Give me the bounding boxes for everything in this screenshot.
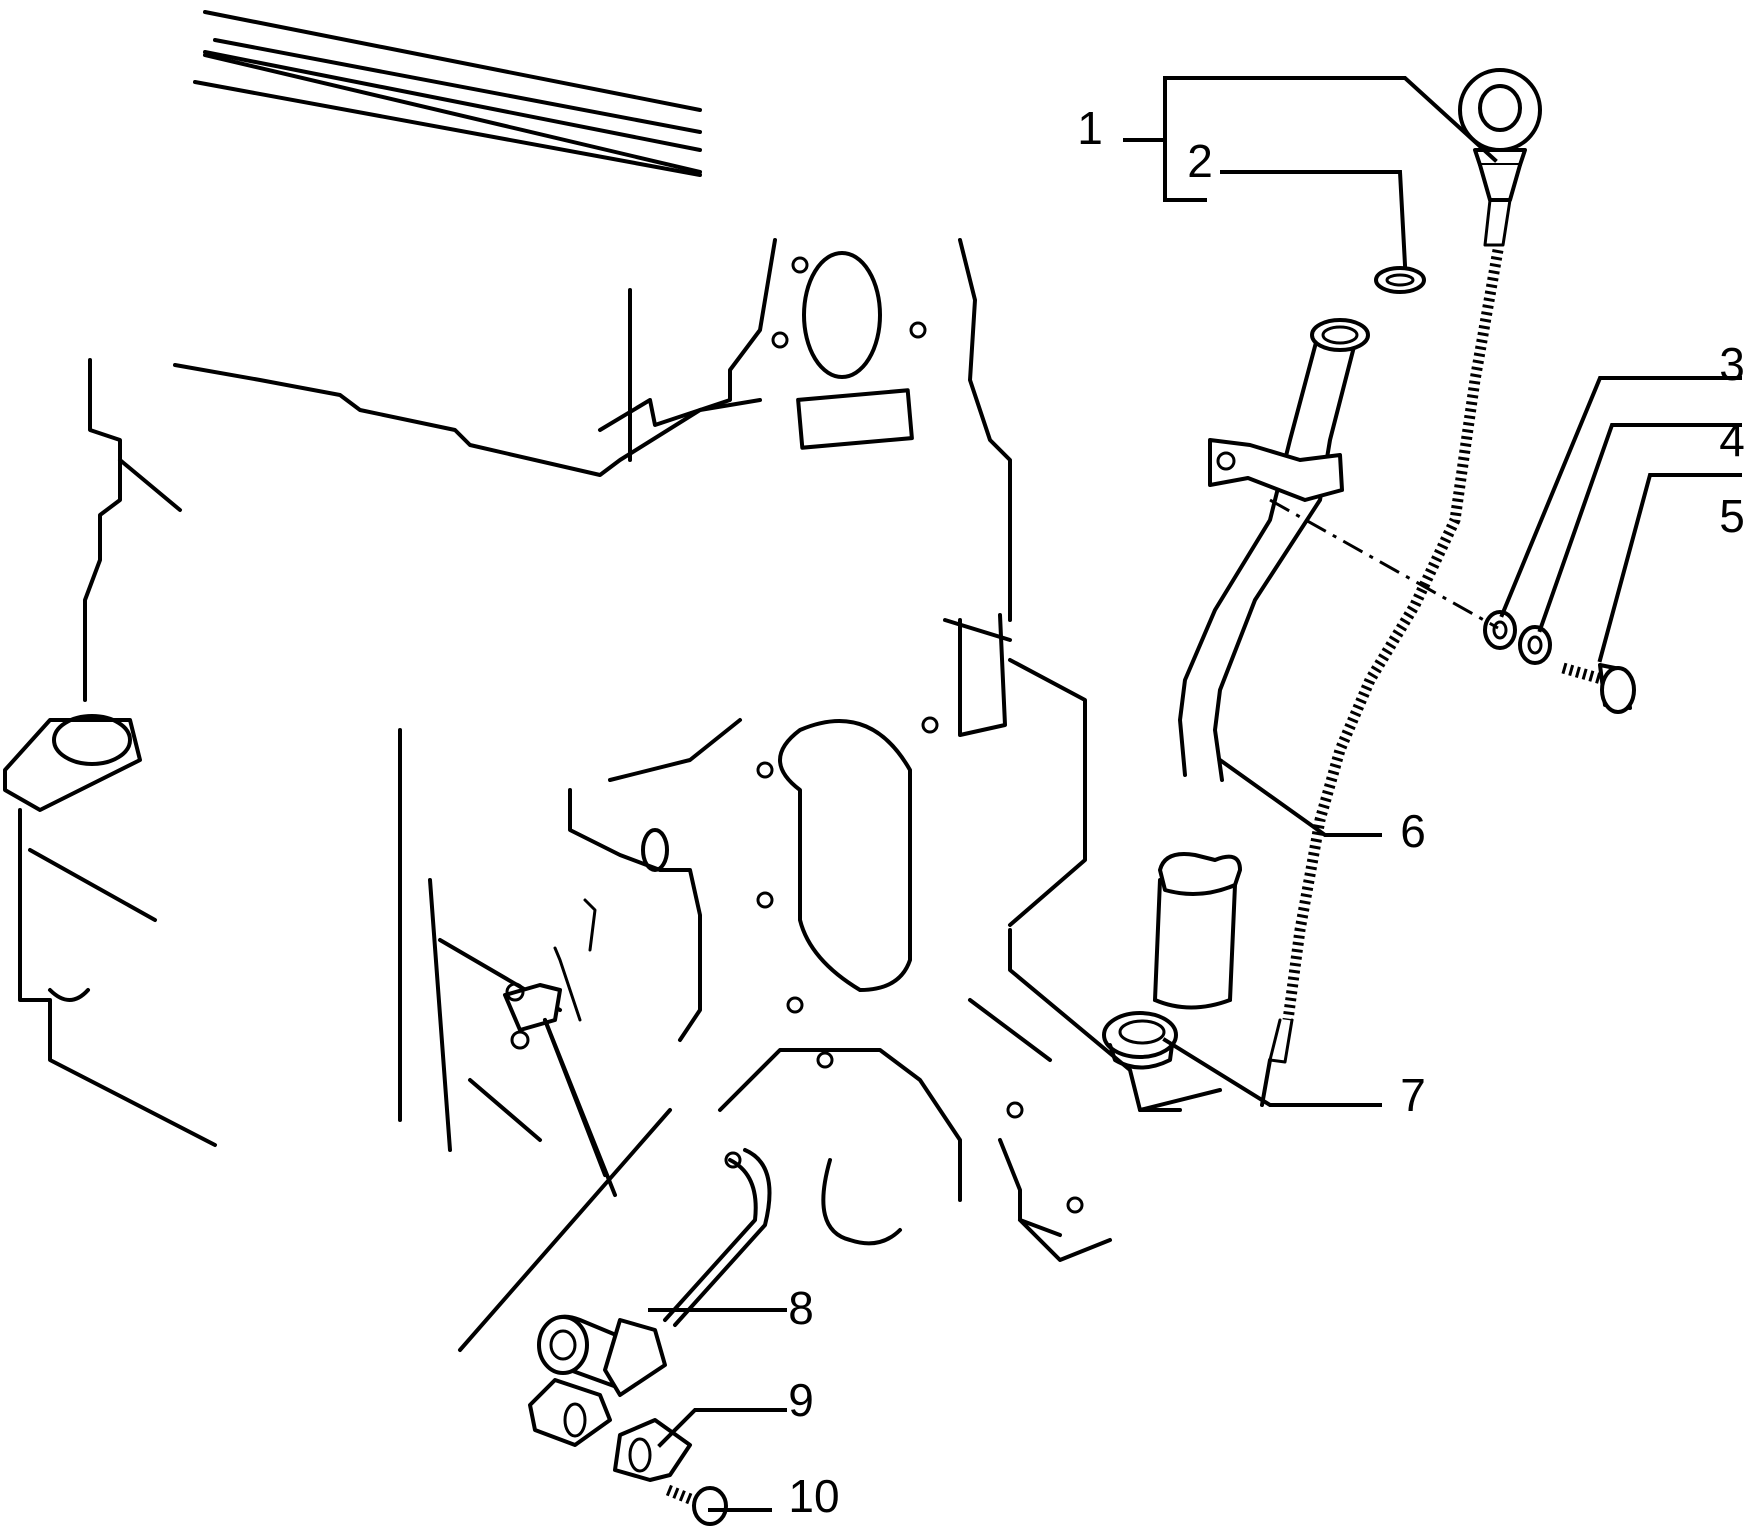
bolt-part-5 <box>1561 662 1636 714</box>
assembly-axis-line <box>1269 498 1499 630</box>
callout-2: 2 <box>1187 135 1213 187</box>
sensor-part-8 <box>503 898 772 1447</box>
screw-part-10 <box>665 1484 728 1526</box>
callout-9: 9 <box>788 1374 814 1426</box>
callout-3: 3 <box>1719 338 1745 390</box>
engine-block <box>3 10 1222 1352</box>
dipstick-part-1 <box>1260 68 1542 1107</box>
callout-labels: 1 2 3 4 5 6 7 8 9 10 <box>788 102 1745 1522</box>
callout-5: 5 <box>1719 490 1745 542</box>
guide-tube-part-6 <box>1153 318 1370 1010</box>
callout-4: 4 <box>1719 414 1745 466</box>
callout-1: 1 <box>1077 102 1103 154</box>
callout-8: 8 <box>788 1282 814 1334</box>
o-ring-part-2 <box>1374 266 1426 294</box>
callout-10: 10 <box>788 1470 839 1522</box>
leader-lines <box>648 76 1742 1512</box>
grommet-part-7 <box>1102 1011 1178 1070</box>
washer-part-4 <box>1518 625 1552 665</box>
callout-7: 7 <box>1400 1069 1426 1121</box>
callout-6: 6 <box>1400 805 1426 857</box>
washer-part-3 <box>1483 610 1517 650</box>
